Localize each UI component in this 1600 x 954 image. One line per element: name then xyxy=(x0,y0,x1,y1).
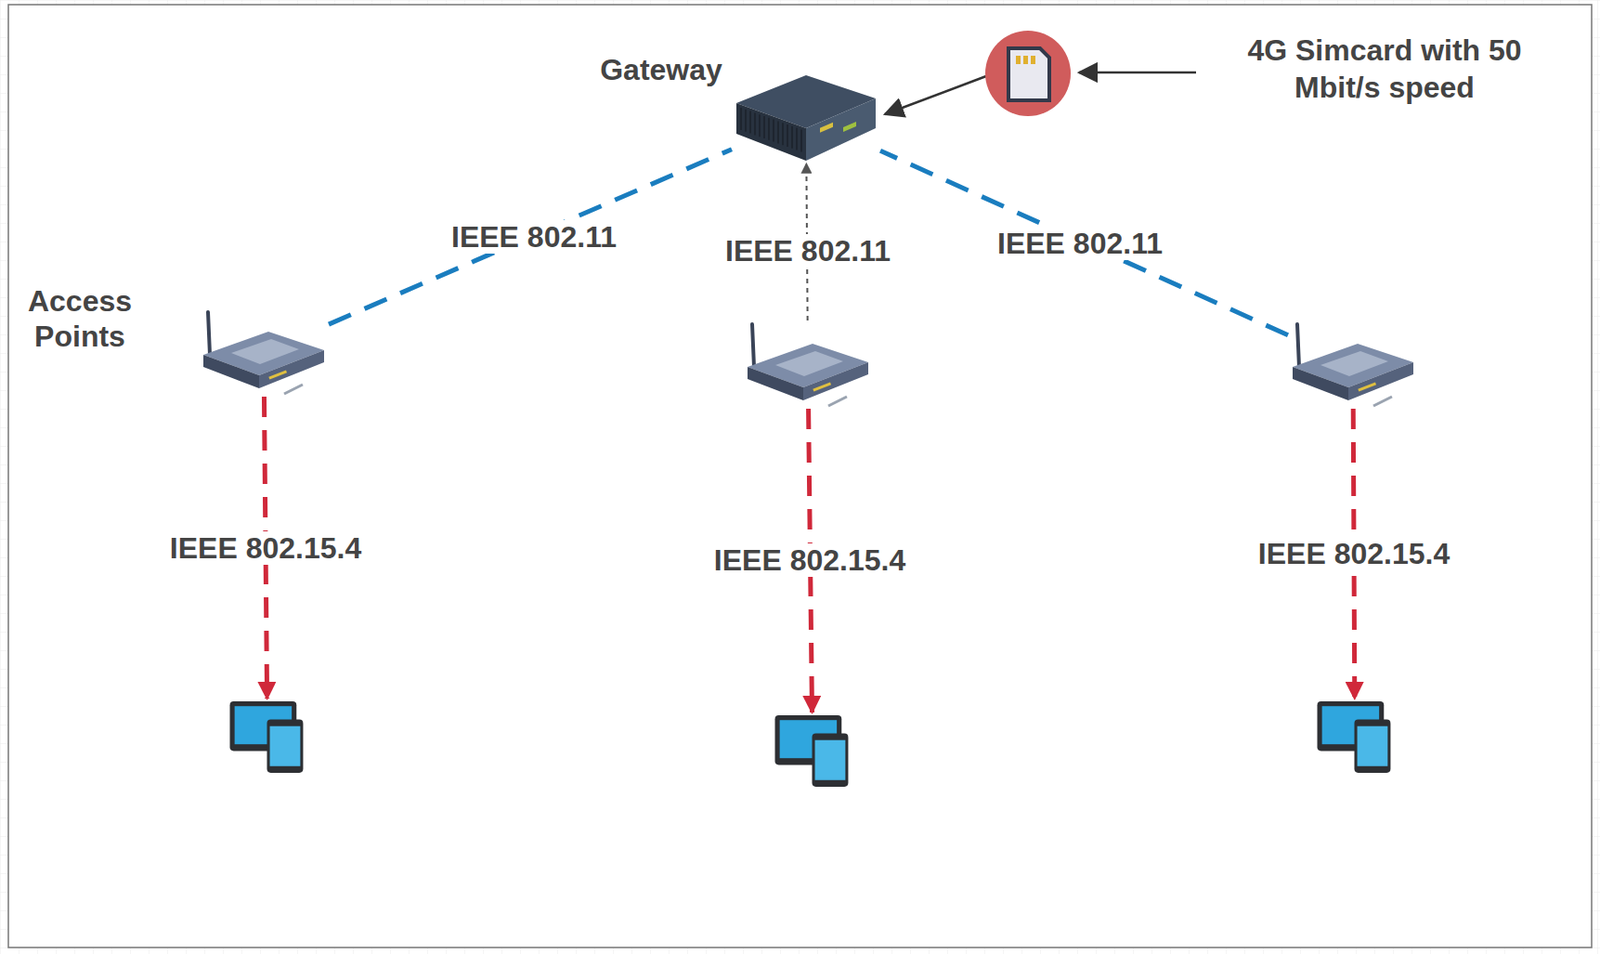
protocol-label: IEEE 802.15.4 xyxy=(1252,536,1456,572)
sim-pointer xyxy=(1079,71,1197,75)
protocol-label: IEEE 802.11 xyxy=(991,226,1169,261)
access-point-icon xyxy=(742,320,873,409)
frame xyxy=(8,4,1592,948)
sim-contact xyxy=(1023,55,1028,65)
sim-caption: 4G Simcard with 50 Mbit/s speed xyxy=(1217,31,1552,106)
link-connector xyxy=(328,149,732,325)
sim-card xyxy=(1008,48,1050,101)
sim-link xyxy=(884,76,987,115)
sim-contact xyxy=(1015,55,1021,65)
end-device-icon xyxy=(226,698,309,775)
access-point xyxy=(742,320,873,409)
access-point-icon xyxy=(1287,320,1418,409)
protocol-label: IEEE 802.15.4 xyxy=(164,531,367,566)
end-device xyxy=(771,712,854,789)
end-device-icon xyxy=(1313,698,1396,775)
end-device xyxy=(226,698,309,775)
gateway-router: Gateway xyxy=(731,70,881,164)
access-point-icon xyxy=(198,308,329,397)
gateway-router-icon xyxy=(731,70,881,164)
link-connector xyxy=(880,150,1288,336)
end-device-icon xyxy=(771,712,854,789)
protocol-label: IEEE 802.15.4 xyxy=(708,543,911,578)
access-point: Access Points xyxy=(198,308,329,397)
end-device xyxy=(1313,698,1396,775)
sim-circle xyxy=(985,30,1071,117)
access-point xyxy=(1287,320,1418,409)
node-label: Access Points xyxy=(5,283,155,355)
node-label: Gateway xyxy=(599,52,723,88)
protocol-label: IEEE 802.11 xyxy=(445,220,623,255)
sim-contact xyxy=(1030,55,1036,65)
protocol-label: IEEE 802.11 xyxy=(719,234,897,269)
